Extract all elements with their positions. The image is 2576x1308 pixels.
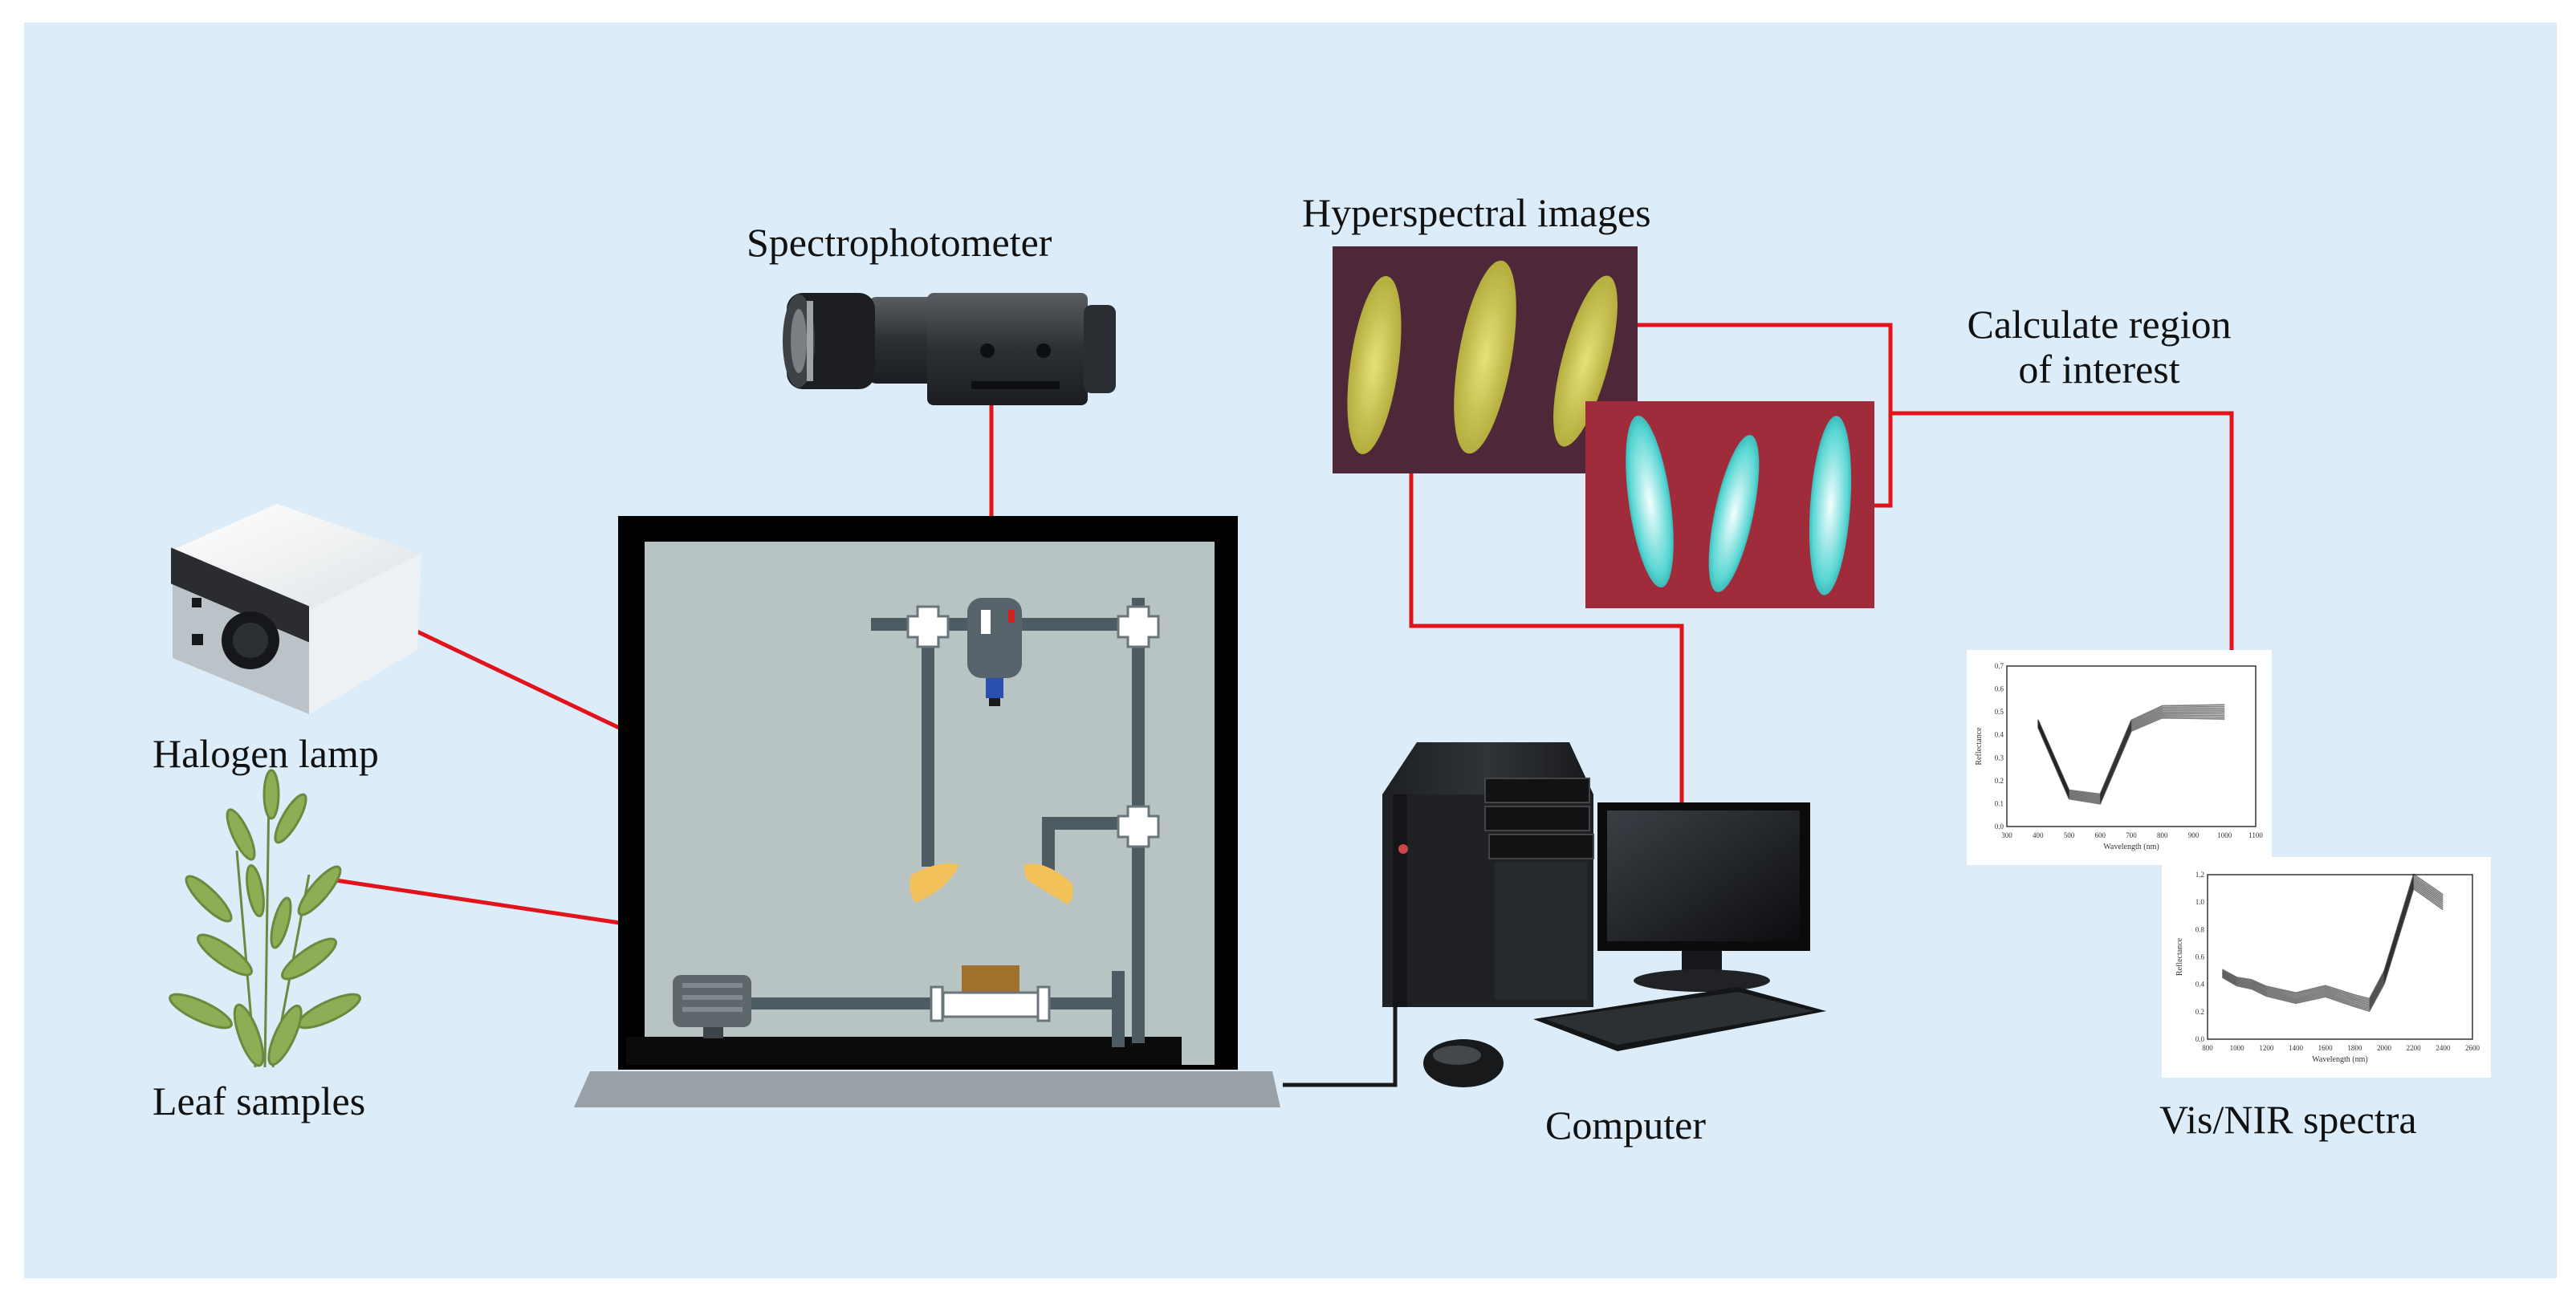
y-tick-label: 0.2 <box>1995 777 2004 785</box>
leaf-sample-holder <box>962 965 1019 993</box>
x-tick-label: 2000 <box>2377 1044 2392 1052</box>
y-tick-label: 0.0 <box>1995 823 2004 831</box>
y-tick-label: 0.6 <box>2196 953 2205 961</box>
x-tick-label: 600 <box>2095 831 2106 839</box>
lamp-box-icon <box>171 504 421 714</box>
y-tick-label: 0.4 <box>1995 731 2004 739</box>
y-tick-label: 0.8 <box>2196 925 2205 933</box>
spectrum-line <box>2037 704 2225 795</box>
sample-tray <box>942 991 1040 1018</box>
y-tick-label: 1.2 <box>2196 871 2204 879</box>
x-tick-label: 1100 <box>2248 831 2263 839</box>
x-tick-label: 800 <box>2157 831 2168 839</box>
y-tick-label: 0.4 <box>2196 981 2205 989</box>
x-tick-label: 2600 <box>2465 1044 2480 1052</box>
y-tick-label: 0.3 <box>1995 754 2004 762</box>
x-tick-label: 1000 <box>2217 831 2232 839</box>
hsi-computer-connector <box>1409 473 1684 802</box>
x-tick-label: 2200 <box>2407 1044 2422 1052</box>
vis-nir-spectra-label: Vis/NIR spectra <box>2159 1097 2417 1142</box>
spectra-plot-2: 800 1000 1200 1400 1600 1800 2000 2200 2400 2600 0… <box>2162 857 2491 1078</box>
calculate-roi-label-line1: Calculate region <box>1967 302 2232 347</box>
x-tick-label: 900 <box>2188 831 2200 839</box>
x-tick-label: 1200 <box>2259 1044 2274 1052</box>
spectrum-line <box>2221 873 2444 1000</box>
camera-icon <box>783 293 1116 405</box>
computer-cable <box>1283 975 1398 1087</box>
mounted-camera <box>967 598 1022 706</box>
desktop-computer-icon <box>1382 742 1826 1087</box>
roi-spectra-connector <box>1890 411 2234 650</box>
plot-axes-frame <box>2006 665 2257 827</box>
y-tick-label: 0.0 <box>2196 1035 2205 1043</box>
imaging-chamber <box>574 516 1280 1107</box>
y-tick-label: 0.5 <box>1995 708 2004 716</box>
x-tick-label: 800 <box>2202 1044 2213 1052</box>
x-tick-label: 1000 <box>2230 1044 2245 1052</box>
y-axis-label: Reflectance <box>2175 937 2184 976</box>
x-tick-label: 2400 <box>2436 1044 2451 1052</box>
chamber-floor <box>626 1037 1182 1065</box>
computer-label: Computer <box>1545 1103 1706 1148</box>
x-tick-label: 400 <box>2033 831 2044 839</box>
x-tick-label: 1400 <box>2289 1044 2304 1052</box>
left-lamp-light <box>910 863 959 903</box>
spectra-plot-1: 300 400 500 600 700 800 900 1000 1100 0.0 0.1 0.2 0.… <box>1967 650 2272 865</box>
leaf-image-icon <box>1333 246 1638 473</box>
calculate-roi-label-line2: of interest <box>2018 347 2180 392</box>
x-axis-label: Wavelength (nm) <box>2103 843 2159 851</box>
chamber-base <box>574 1071 1280 1107</box>
x-tick-label: 500 <box>2064 831 2075 839</box>
y-tick-label: 0.7 <box>1995 662 2004 670</box>
right-lamp-light <box>1023 863 1073 904</box>
spectrophotometer-label: Spectrophotometer <box>747 220 1052 265</box>
x-tick-label: 1800 <box>2347 1044 2362 1052</box>
y-tick-label: 0.1 <box>1995 799 2004 807</box>
halogen-lamp-label: Halogen lamp <box>153 731 379 776</box>
x-tick-label: 300 <box>2001 831 2012 839</box>
leaf-samples-label: Leaf samples <box>153 1078 366 1123</box>
roi-image-icon <box>1585 401 1874 608</box>
hyperspectral-images-label: Hyperspectral images <box>1302 190 1651 235</box>
y-tick-label: 1.0 <box>2196 898 2205 906</box>
y-tick-label: 0.2 <box>2196 1008 2204 1016</box>
rail-clamps <box>906 605 1160 848</box>
plant-icon <box>169 769 361 1068</box>
x-axis-label: Wavelength (nm) <box>2312 1055 2367 1064</box>
x-tick-label: 1600 <box>2318 1044 2334 1052</box>
x-tick-label: 700 <box>2126 831 2137 839</box>
y-tick-label: 0.6 <box>1995 685 2004 693</box>
plot-axes-frame <box>2207 874 2473 1040</box>
stage-motor <box>673 975 751 1038</box>
y-axis-label: Reflectance <box>1975 727 1984 766</box>
